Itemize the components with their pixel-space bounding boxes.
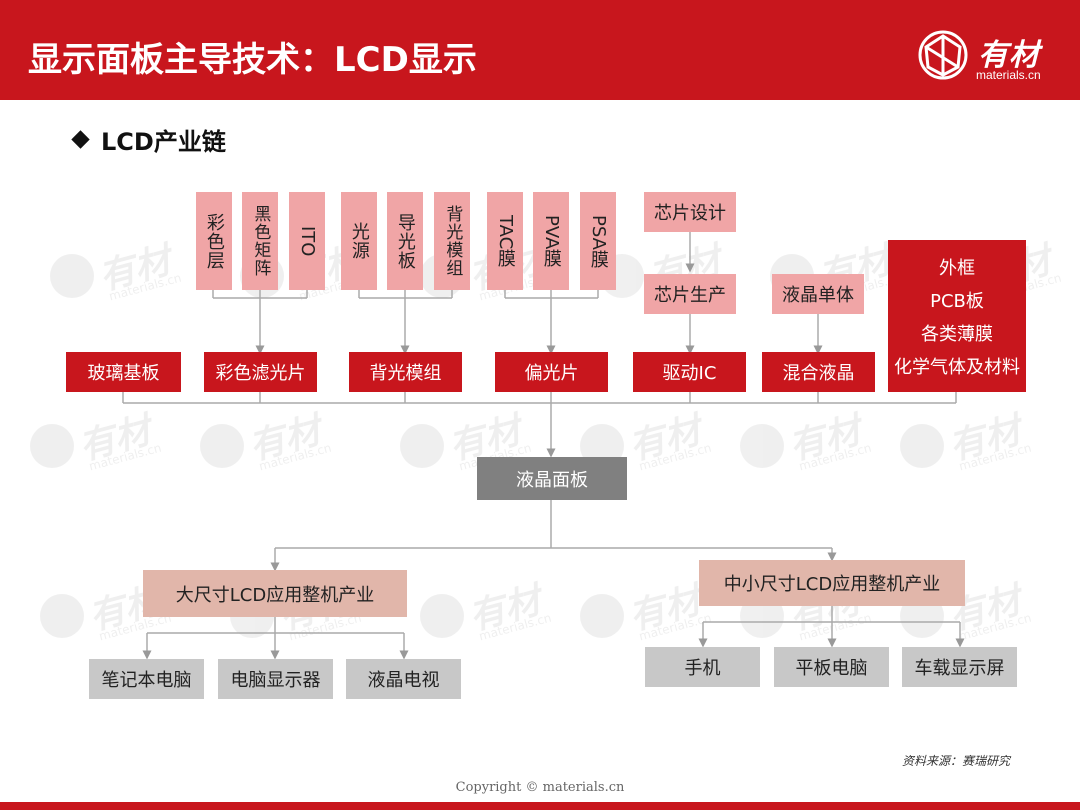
- others-item: 外框: [939, 257, 975, 279]
- upstream-box-color-layer: 彩色层: [196, 192, 232, 290]
- upstream-box-light-guide: 导光板: [387, 192, 423, 290]
- others-item: PCB板: [930, 290, 984, 312]
- section-title: LCD产业链: [101, 128, 226, 156]
- upstream-box-pva-film: PVA膜: [533, 192, 569, 290]
- logo-domain: materials.cn: [976, 68, 1041, 82]
- upstream-box-chip-production: 芯片生产: [644, 274, 736, 314]
- material-backlight-module: 背光模组: [349, 352, 462, 392]
- copyright-text: Copyright © materials.cn: [455, 780, 625, 795]
- upstream-box-ito: ITO: [289, 192, 325, 290]
- others-item: 各类薄膜: [921, 323, 993, 345]
- upstream-box-others: 外框 PCB板 各类薄膜 化学气体及材料: [888, 240, 1026, 392]
- large-size-item-tv: 液晶电视: [346, 659, 461, 699]
- upstream-box-backlight-module: 背光模组: [434, 192, 470, 290]
- material-polarizer: 偏光片: [495, 352, 608, 392]
- source-note: 资料来源：赛瑞研究: [902, 754, 1011, 768]
- material-glass-substrate: 玻璃基板: [66, 352, 181, 392]
- page-title: 显示面板主导技术：LCD显示: [28, 40, 477, 80]
- material-driver-ic: 驱动IC: [633, 352, 746, 392]
- section-heading: LCD产业链: [71, 122, 226, 157]
- upstream-box-light-source: 光源: [341, 192, 377, 290]
- upstream-box-black-matrix: 黑色矩阵: [242, 192, 278, 290]
- large-size-industry: 大尺寸LCD应用整机产业: [143, 570, 407, 617]
- logo-text: 有材: [978, 38, 1040, 73]
- upstream-box-chip-design: 芯片设计: [644, 192, 736, 232]
- others-item: 化学气体及材料: [894, 356, 1020, 378]
- small-size-industry: 中小尺寸LCD应用整机产业: [699, 560, 965, 606]
- footer-bar: [0, 802, 1080, 810]
- upstream-box-lc-monomer: 液晶单体: [772, 274, 864, 314]
- large-size-item-monitor: 电脑显示器: [218, 659, 333, 699]
- upstream-box-psa-film: PSA膜: [580, 192, 616, 290]
- small-size-item-vehicle-display: 车载显示屏: [902, 647, 1017, 687]
- small-size-item-phone: 手机: [645, 647, 760, 687]
- header-bar: 显示面板主导技术：LCD显示 有材 materials.cn: [0, 0, 1080, 100]
- large-size-item-laptop: 笔记本电脑: [89, 659, 204, 699]
- lcd-panel-node: 液晶面板: [477, 457, 627, 500]
- upstream-box-tac-film: TAC膜: [487, 192, 523, 290]
- material-color-filter: 彩色滤光片: [204, 352, 317, 392]
- small-size-item-tablet: 平板电脑: [774, 647, 889, 687]
- material-mixed-lc: 混合液晶: [762, 352, 875, 392]
- brand-logo: 有材 materials.cn: [918, 30, 1068, 86]
- logo-icon: [918, 30, 968, 80]
